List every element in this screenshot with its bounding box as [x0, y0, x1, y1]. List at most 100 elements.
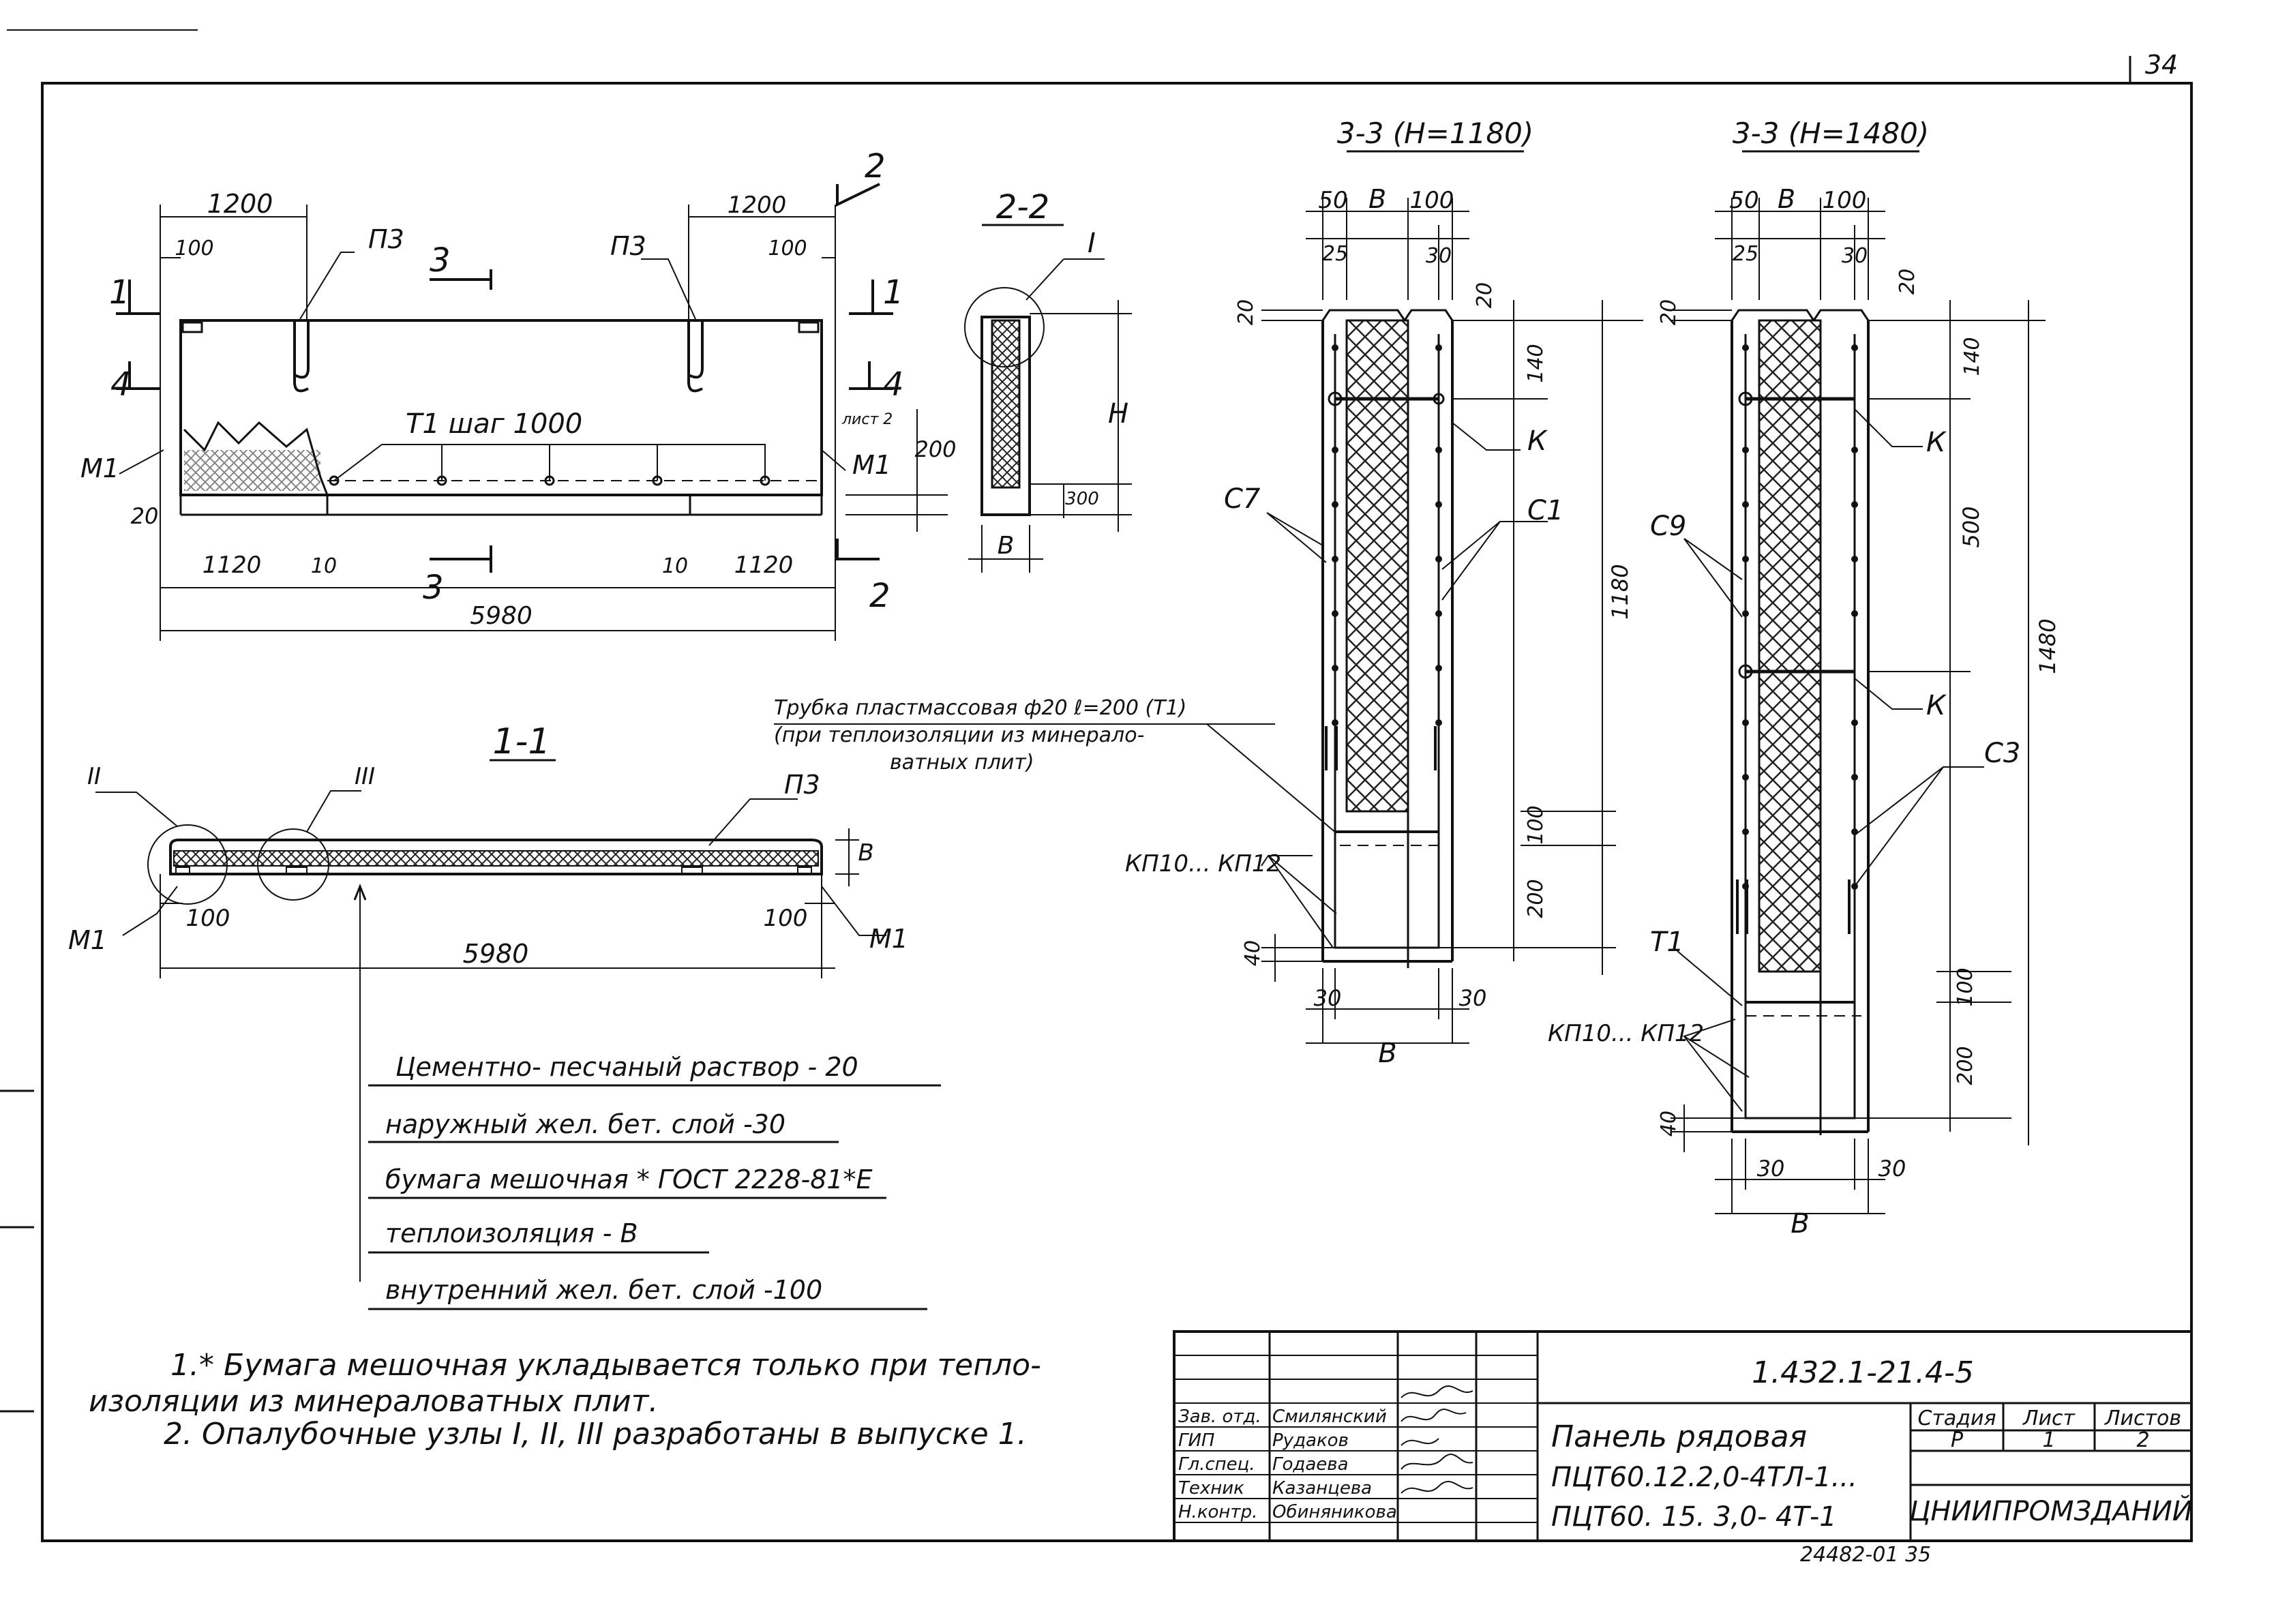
role: Техник	[1178, 1478, 1244, 1499]
dim-label: 100	[1823, 187, 1867, 214]
layer-3: бумага мешочная * ГОСТ 2228-81*Е	[385, 1164, 873, 1194]
plan-view	[116, 183, 948, 641]
dim-label: 5980	[463, 939, 529, 969]
node-mark: I	[1088, 228, 1096, 259]
dim-label: 25	[1322, 242, 1348, 266]
label-k: К	[1926, 690, 1947, 721]
layer-4: теплоизоляция - В	[385, 1218, 638, 1248]
section-mark-4: 4	[110, 365, 132, 404]
label-m1: М1	[869, 924, 908, 954]
dim-label: 100	[764, 905, 808, 932]
sheet-ref: лист 2	[841, 411, 893, 428]
dim-b: В	[1368, 184, 1386, 214]
role: Зав. отд.	[1178, 1407, 1261, 1427]
dim-label: 200	[1953, 1046, 1977, 1085]
note-1-cont: изоляции из минераловатных плит.	[89, 1384, 658, 1419]
lifting-loop-left	[293, 320, 310, 393]
dim-label: 10	[311, 554, 337, 578]
role: Гл.спец.	[1178, 1454, 1255, 1475]
label-m1: М1	[68, 925, 107, 955]
pipe-leader	[774, 723, 1337, 834]
section-mark-3: 3	[423, 569, 444, 607]
section-mark-2: 2	[865, 147, 886, 185]
dim-label: 100	[768, 237, 807, 260]
dim-label: 20	[1234, 299, 1258, 325]
note-1: 1.* Бумага мешочная укладывается только …	[170, 1348, 1041, 1383]
insulation	[1758, 319, 1822, 973]
person-name: Смилянский	[1272, 1407, 1387, 1427]
dim-label: 100	[1410, 187, 1454, 214]
sheet-frame	[41, 82, 2193, 1542]
dim-label: 300	[1065, 489, 1099, 509]
dim-label: 10	[662, 554, 688, 578]
dim-label: 20	[1473, 282, 1497, 308]
label-t1: Т1	[1650, 927, 1684, 958]
section-mark-4: 4	[883, 365, 904, 404]
dim-label: 1180	[1607, 564, 1633, 619]
panel-outline	[179, 319, 823, 496]
label-k: К	[1926, 427, 1947, 458]
dim-label: 50	[1729, 187, 1758, 214]
person-name: Обиняникова	[1272, 1502, 1397, 1522]
sheet-number: 34	[2145, 50, 2178, 80]
section-mark-3: 3	[430, 241, 451, 280]
sheet-label: Лист	[2022, 1407, 2076, 1430]
section-title: 3-3 (H=1180)	[1337, 117, 1533, 150]
doc-code: 1.432.1-21.4-5	[1752, 1355, 1974, 1390]
section-1-1	[95, 759, 941, 1310]
dim-label: 100	[1524, 805, 1548, 844]
section-title: 1-1	[493, 721, 551, 762]
layer-2: наружный жел. бет. слой -30	[385, 1109, 785, 1139]
label-p3: П3	[784, 770, 820, 800]
dim-label: 20	[1657, 299, 1681, 325]
label-k: К	[1527, 425, 1548, 457]
insulation	[1345, 319, 1409, 813]
dim-b: В	[998, 532, 1015, 560]
dim-label: 1200	[207, 189, 273, 219]
dim-b: В	[1378, 1038, 1396, 1069]
stage-label: Стадия	[1917, 1407, 1996, 1430]
dim-label: 30	[1426, 244, 1452, 268]
dim-label: 50	[1318, 187, 1347, 214]
dim-label: 30	[1459, 985, 1487, 1011]
label-p3: П3	[610, 231, 646, 261]
dim-label: 1480	[2035, 618, 2061, 674]
section-2-2	[964, 224, 1132, 573]
section-3-3-h1480	[1671, 150, 2046, 1214]
person-name: Годаева	[1272, 1454, 1349, 1475]
section-title: 2-2	[996, 188, 1049, 226]
node-mark: II	[87, 763, 101, 790]
dim-label: 200	[914, 436, 956, 462]
dim-label: 500	[1958, 506, 1984, 547]
label-c7: С7	[1224, 483, 1261, 515]
dim-label: 30	[1842, 244, 1868, 268]
dim-label: 100	[186, 905, 230, 932]
pipe-note: ватных плит)	[890, 751, 1034, 775]
layer-1: Цементно- песчаный раствор - 20	[395, 1052, 858, 1082]
sheets-value: 2	[2136, 1428, 2149, 1452]
product-mark-1: ПЦТ60.12.2,0-4ТЛ-1...	[1551, 1462, 1857, 1493]
dim-h: H	[1108, 398, 1128, 430]
dim-label: 20	[1896, 269, 1919, 295]
dim-label: 1200	[728, 192, 787, 219]
label-t1: Т1 шаг 1000	[406, 408, 582, 440]
label-c3: С3	[1984, 738, 2020, 769]
role: Н.контр.	[1178, 1502, 1257, 1522]
sheet-value: 1	[2042, 1428, 2055, 1452]
dim-b: В	[858, 839, 873, 867]
dim-b: В	[1791, 1208, 1809, 1239]
dim-label: 100	[1953, 967, 1977, 1006]
label-m1: М1	[852, 450, 891, 480]
label-kp: КП10... КП12	[1125, 850, 1281, 877]
section-3-3-h1180	[1261, 150, 1643, 1044]
dim-label: 1120	[203, 552, 262, 579]
stage-value: Р	[1951, 1428, 1964, 1452]
label-kp: КП10... КП12	[1548, 1020, 1704, 1047]
dim-label: 40	[1241, 940, 1265, 966]
section-mark-2: 2	[869, 577, 890, 615]
role: ГИП	[1178, 1430, 1215, 1451]
person-name: Рудаков	[1272, 1430, 1349, 1451]
label-c9: С9	[1650, 511, 1686, 542]
section-title: 3-3 (H=1480)	[1733, 117, 1929, 150]
